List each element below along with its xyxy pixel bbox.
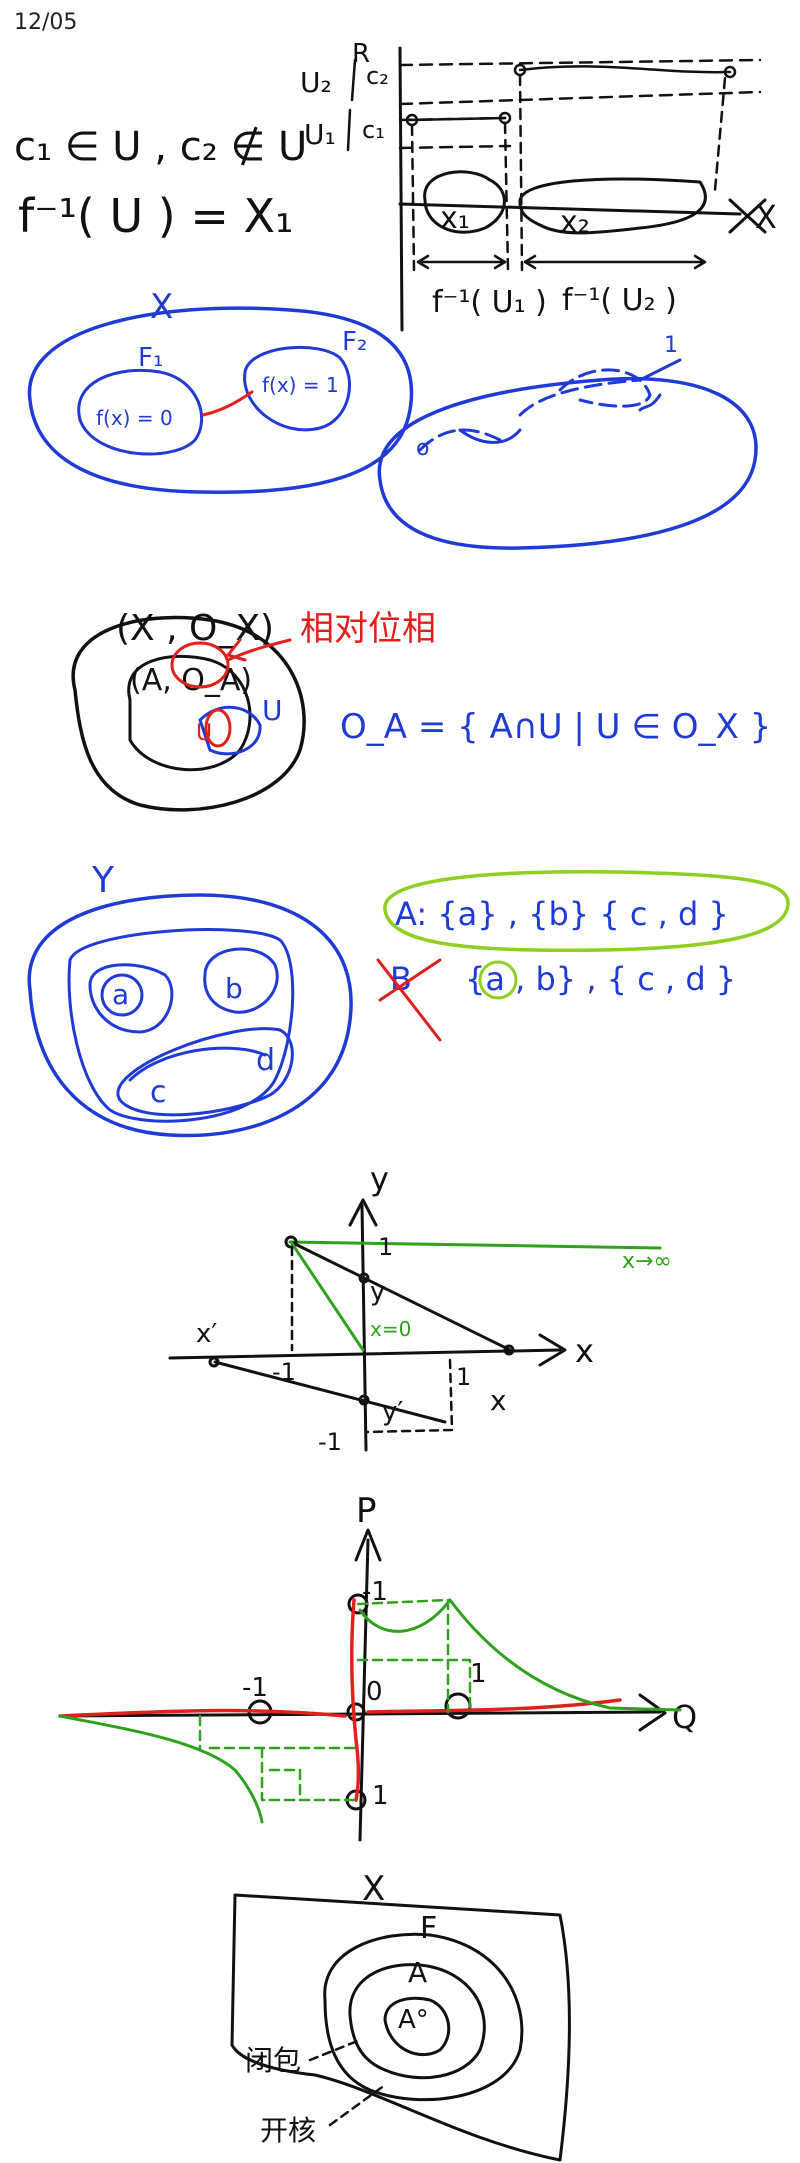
- x2-blob: [518, 177, 707, 235]
- space-y-label: Y: [91, 860, 115, 901]
- space-right-outline: [377, 376, 758, 550]
- preimage-u1-label: f⁻¹( U₁ ): [432, 285, 547, 320]
- u-small-label: U: [196, 721, 212, 746]
- space-x-label: X: [362, 1869, 385, 1909]
- section-preimage: c₁ ∈ U , c₂ ∉ U f⁻¹( U ) = X₁ R U₂ U₁ c₂…: [14, 39, 777, 332]
- element-b: b: [225, 972, 243, 1005]
- interior-caption: 开核: [260, 2114, 316, 2147]
- small-o-label: o: [416, 436, 429, 461]
- element-d: d: [256, 1043, 275, 1078]
- partition-a: A: {a} , {b} { c , d }: [395, 895, 729, 933]
- x-zero-label: x=0: [370, 1317, 411, 1341]
- tick-neg1-x: -1: [272, 1358, 296, 1386]
- date-label: 12/05: [14, 10, 78, 35]
- subspace-label: (A, O_A): [130, 663, 252, 698]
- x1-blob: [423, 170, 506, 234]
- tick-one-x: 1: [456, 1363, 471, 1391]
- space-y-outline: [27, 893, 353, 1138]
- x-axis-line: [398, 202, 742, 216]
- space-x-outline: [71, 615, 306, 812]
- closed-set-f: [323, 1932, 524, 2102]
- q-axis: [58, 1710, 662, 1718]
- f1-set: [77, 368, 204, 456]
- space-x-outline: [27, 306, 414, 494]
- c1-label: c₁: [362, 116, 385, 144]
- point-y-prime-label: y′: [382, 1397, 403, 1427]
- u2-label: U₂: [300, 66, 332, 99]
- element-a: a: [112, 978, 129, 1011]
- tick-zero: 0: [366, 1677, 383, 1707]
- interior-set: [383, 1996, 451, 2056]
- closure-caption: 闭包: [245, 2044, 301, 2077]
- x-axis-label: x: [575, 1332, 594, 1370]
- q-axis-label: Q: [672, 1698, 697, 1736]
- tick-one-bottom: 1: [372, 1781, 389, 1811]
- f1-label: F₁: [138, 343, 163, 373]
- subspace-outline: [127, 654, 252, 772]
- section-closure-interior: X F A A° 闭包 开核: [230, 1869, 571, 2162]
- x2-label: x₂: [560, 205, 590, 240]
- partition-a-highlight: [383, 870, 790, 953]
- x-axis-label: X: [755, 198, 777, 236]
- f1-value: f(x) = 0: [96, 406, 173, 430]
- f2-label: F₂: [342, 327, 367, 357]
- preimage-text: f⁻¹( U ) = X₁: [18, 189, 293, 243]
- u1-label: U₁: [304, 118, 336, 151]
- section-partitions: Y a b c d A: {a} , {b} { c , d } B {a , …: [27, 860, 790, 1138]
- y-axis: [360, 1203, 368, 1452]
- relative-topology-formula: O_A = { A∩U | U ∈ O_X }: [340, 707, 771, 747]
- closure-label: A: [408, 1956, 427, 1989]
- small-one-label: 1: [664, 333, 678, 358]
- section-projection: x y 1 -1 1 -1 y y′ x′ x x=0 x→∞: [168, 1160, 672, 1456]
- relative-topology-label: 相对位相: [300, 609, 436, 649]
- section-relative-topology: (X , O_X) (A, O_A) 相对位相 U U O_A = { A∩U …: [71, 608, 771, 812]
- u-label: U: [262, 694, 283, 727]
- point-x-prime-label: x′: [196, 1319, 217, 1349]
- point-x-label: x: [490, 1384, 507, 1417]
- section-pq-graph: P Q -1 0 1 -1 1: [58, 1491, 697, 1842]
- closure-set: [348, 1963, 486, 2080]
- point-y-label: y: [370, 1277, 385, 1307]
- tick-one-right: 1: [470, 1659, 487, 1689]
- f2-set: [243, 345, 352, 432]
- p-axis: [358, 1538, 370, 1842]
- element-c: c: [150, 1075, 167, 1110]
- interior-label: A°: [398, 2005, 429, 2035]
- p-axis-label: P: [356, 1491, 377, 1531]
- c2-label: c₂: [366, 62, 389, 90]
- x1-label: x₁: [440, 201, 470, 236]
- space-x-outline: [230, 1893, 571, 2162]
- closed-set-label: F: [420, 1911, 437, 1946]
- y-axis-label: y: [370, 1160, 389, 1198]
- space-x-label: X: [150, 287, 173, 327]
- r-axis-label: R: [352, 39, 370, 69]
- r-axis-line: [398, 46, 404, 332]
- membership-text: c₁ ∈ U , c₂ ∉ U: [14, 124, 307, 170]
- tick-neg1-left: -1: [242, 1673, 268, 1703]
- tick-one-y: 1: [378, 1233, 393, 1261]
- f2-value: f(x) = 1: [262, 373, 339, 397]
- x-infinity-label: x→∞: [622, 1249, 672, 1274]
- tick-neg1-y: -1: [318, 1428, 342, 1456]
- section-separation: X F₁ f(x) = 0 F₂ f(x) = 1 o 1: [27, 287, 758, 550]
- partition-b: {a , b} , { c , d }: [465, 960, 736, 998]
- preimage-u2-label: f⁻¹( U₂ ): [562, 283, 677, 318]
